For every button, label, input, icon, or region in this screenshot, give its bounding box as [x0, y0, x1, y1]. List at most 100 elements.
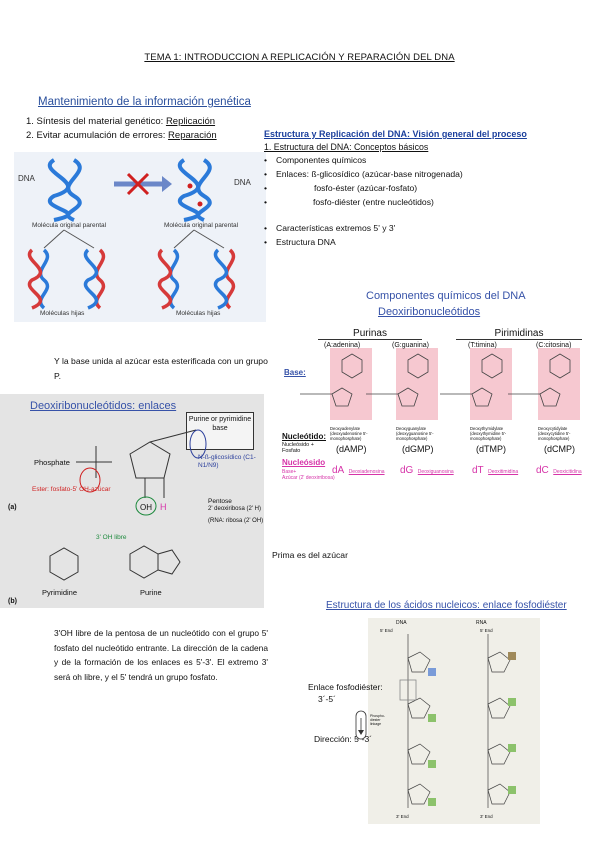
- phospho-label: Phospho- diester linkage: [370, 714, 385, 726]
- base-column-g: [396, 348, 438, 420]
- direction-arrow-icon: [355, 710, 367, 740]
- figure-enlaces: Deoxiribonucleótidos: enlaces Purine or …: [0, 394, 264, 608]
- nucleoside-a: dA Deoxiadenosina: [332, 460, 385, 478]
- base-column-a: [330, 348, 372, 420]
- end5-rna: 5' End: [480, 628, 493, 633]
- section-estructura: Estructura y Replicación del DNA: Visión…: [264, 129, 584, 249]
- end5-dna: 5' End: [380, 628, 393, 633]
- list-subitem: fosfo-éster (azúcar-fosfato): [264, 181, 584, 195]
- base-g-icon: [428, 714, 436, 722]
- figure-title: Deoxiribonucleótidos: enlaces: [30, 400, 177, 412]
- panel-a-label: (a): [8, 504, 17, 511]
- highlight-box: [399, 679, 417, 701]
- base-a2-icon: [508, 744, 516, 752]
- panel-b-label: (b): [8, 598, 17, 605]
- nucleotide-name-c: Deoxycytidylate (deoxycytidine 5'-monoph…: [538, 426, 571, 441]
- nucleotide-bond-diagram: OH H: [49, 429, 207, 581]
- nucleoside-c: dC Deoxicitidina: [536, 460, 582, 478]
- cross-arrow-icon: [114, 172, 172, 196]
- rna-header: RNA: [476, 620, 487, 626]
- nucleosido-sub1: Base+: [282, 469, 297, 475]
- line-prefix: 1. Síntesis del material genético:: [26, 116, 166, 127]
- line-link: Replicación: [165, 116, 216, 127]
- nucleosido-label: Nucleósido: [282, 458, 326, 467]
- direccion-label: Dirección: 5´-3´: [314, 734, 373, 744]
- nucleotide-structures: [300, 353, 571, 407]
- parental-label-left: Molécula original parental: [32, 222, 107, 229]
- line-replicacion: 1. Síntesis del material genético: Repli…: [26, 116, 215, 127]
- nucleoside-short: dT: [472, 465, 484, 476]
- base-name-t: (T:timina): [468, 342, 497, 349]
- nucleoside-short: dC: [536, 465, 549, 476]
- pentose-deoxi: 2' deoxiribosa (2' H): [208, 506, 261, 512]
- nucleosido-row: Nucleósido Base+ Azúcar (2' deoxirribosa…: [280, 458, 590, 488]
- nucleoside-long: Deoxiadenosina: [348, 469, 385, 475]
- line-prefix: 2. Evitar acumulación de errores:: [26, 130, 169, 141]
- base-u-icon: [508, 652, 516, 660]
- nucleoside-short: dA: [332, 465, 345, 476]
- base-a-icon: [428, 668, 436, 676]
- base-c-icon: [428, 798, 436, 806]
- pirimidinas-header: Pirimidinas: [456, 328, 582, 340]
- base-label: Base:: [284, 368, 306, 377]
- list-item: Componentes químicos: [264, 153, 584, 167]
- dna-illustration: DNA DNA Molécula original parental Moléc…: [14, 152, 266, 322]
- daughter-helices: [27, 248, 236, 310]
- backbone-panel: DNA RNA 5' End 5' End 3' End 3' End Phos…: [368, 618, 540, 824]
- nucleoside-long: Deoxitimidina: [488, 469, 519, 475]
- purine-label: Purine: [140, 588, 162, 597]
- dna-helix-diagram: [27, 158, 236, 310]
- abbrev-dcmp: (dCMP): [544, 444, 575, 454]
- end3-dna: 3' End: [396, 814, 409, 819]
- note-prima: Prima es del azúcar: [272, 550, 348, 560]
- list-item: Estructura DNA: [264, 235, 584, 249]
- phosphodiester-backbone: [399, 634, 516, 808]
- base-column-c: [538, 348, 580, 420]
- dna-label-right: DNA: [234, 178, 251, 187]
- nucleotide-name-t: Deoxythymidylate (deoxythymidine 5'-mono…: [470, 426, 507, 441]
- list-subitem: fosfo-diéster (entre nucleótidos): [264, 195, 584, 209]
- figure-title: Componentes químicos del DNA: [366, 290, 526, 302]
- nucleoside-g: dG Deoxiguanosina: [400, 460, 454, 478]
- figure-componentes: Componentes químicos del DNA Deoxiribonu…: [280, 288, 590, 460]
- enlace-label: Enlace fosfodiéster:: [308, 682, 383, 692]
- pentose-rna: (RNA: ribosa (2' OH): [208, 518, 264, 524]
- line-reparacion: 2. Evitar acumulación de errores: Repara…: [26, 130, 217, 141]
- helix-parental-left: [47, 158, 82, 222]
- base-g2-icon: [508, 698, 516, 706]
- purine-box: Purine or pyrimidine base: [186, 412, 254, 450]
- nucleoside-short: dG: [400, 465, 414, 476]
- nucleosido-sub2: Azúcar (2' deoxirribosa): [282, 475, 335, 481]
- base-name-a: (A:adenina): [324, 342, 361, 349]
- section-heading: Estructura y Replicación del DNA: Visión…: [264, 129, 527, 139]
- base-name-c: (C:citosina): [536, 342, 572, 349]
- enlace-label-2: 3´-5´: [318, 694, 336, 704]
- paragraph-enlace: 3'OH libre de la pentosa de un nucleótid…: [54, 628, 268, 682]
- phosphate-label: Phosphate: [34, 458, 70, 467]
- hijas-label-left: Moléculas hijas: [40, 310, 85, 317]
- note-base-esterificada: Y la base unida al azúcar esta esterific…: [54, 356, 268, 381]
- glyco-label: N-ß-glicosídico (C1-N1/N9): [198, 454, 256, 469]
- svg-text:H: H: [160, 502, 167, 512]
- oh-libre-label: 3' OH libre: [96, 534, 127, 541]
- figure-title: Mantenimiento de la información genética: [38, 96, 251, 108]
- list-item-text: fosfo-éster (azúcar-fosfato): [314, 183, 418, 193]
- parental-label-right: Molécula original parental: [164, 222, 239, 229]
- abbrev-dgmp: (dGMP): [402, 444, 434, 454]
- helix-parental-right: [177, 158, 212, 222]
- list-item-text: fosfo-diéster (entre nucleótidos): [313, 197, 434, 207]
- concept-list-2: Características extremos 5' y 3' Estruct…: [264, 221, 584, 249]
- figure-mantenimiento: Mantenimiento de la información genética…: [14, 94, 266, 324]
- list-item-text: Enlaces: ß-glicosídico (azúcar-base nitr…: [276, 169, 463, 179]
- list-item: Enlaces: ß-glicosídico (azúcar-base nitr…: [264, 167, 584, 181]
- base-column-t: [470, 348, 512, 420]
- nucleoside-long: Deoxiguanosina: [417, 469, 454, 475]
- base-name-g: (G:guanina): [392, 342, 429, 349]
- end3-rna: 3' End: [480, 814, 493, 819]
- nucleotide-name-a: Deoxyadenylate (deoxyadenosine 5'-monoph…: [330, 426, 368, 441]
- figure-title: Estructura de los ácidos nucleicos: enla…: [326, 600, 567, 611]
- nucleotido-label: Nucleótido:: [282, 432, 326, 441]
- nucleoside-t: dT Deoxitimidina: [472, 460, 518, 478]
- svg-text:OH: OH: [140, 503, 152, 512]
- line-link: Reparación: [168, 130, 217, 141]
